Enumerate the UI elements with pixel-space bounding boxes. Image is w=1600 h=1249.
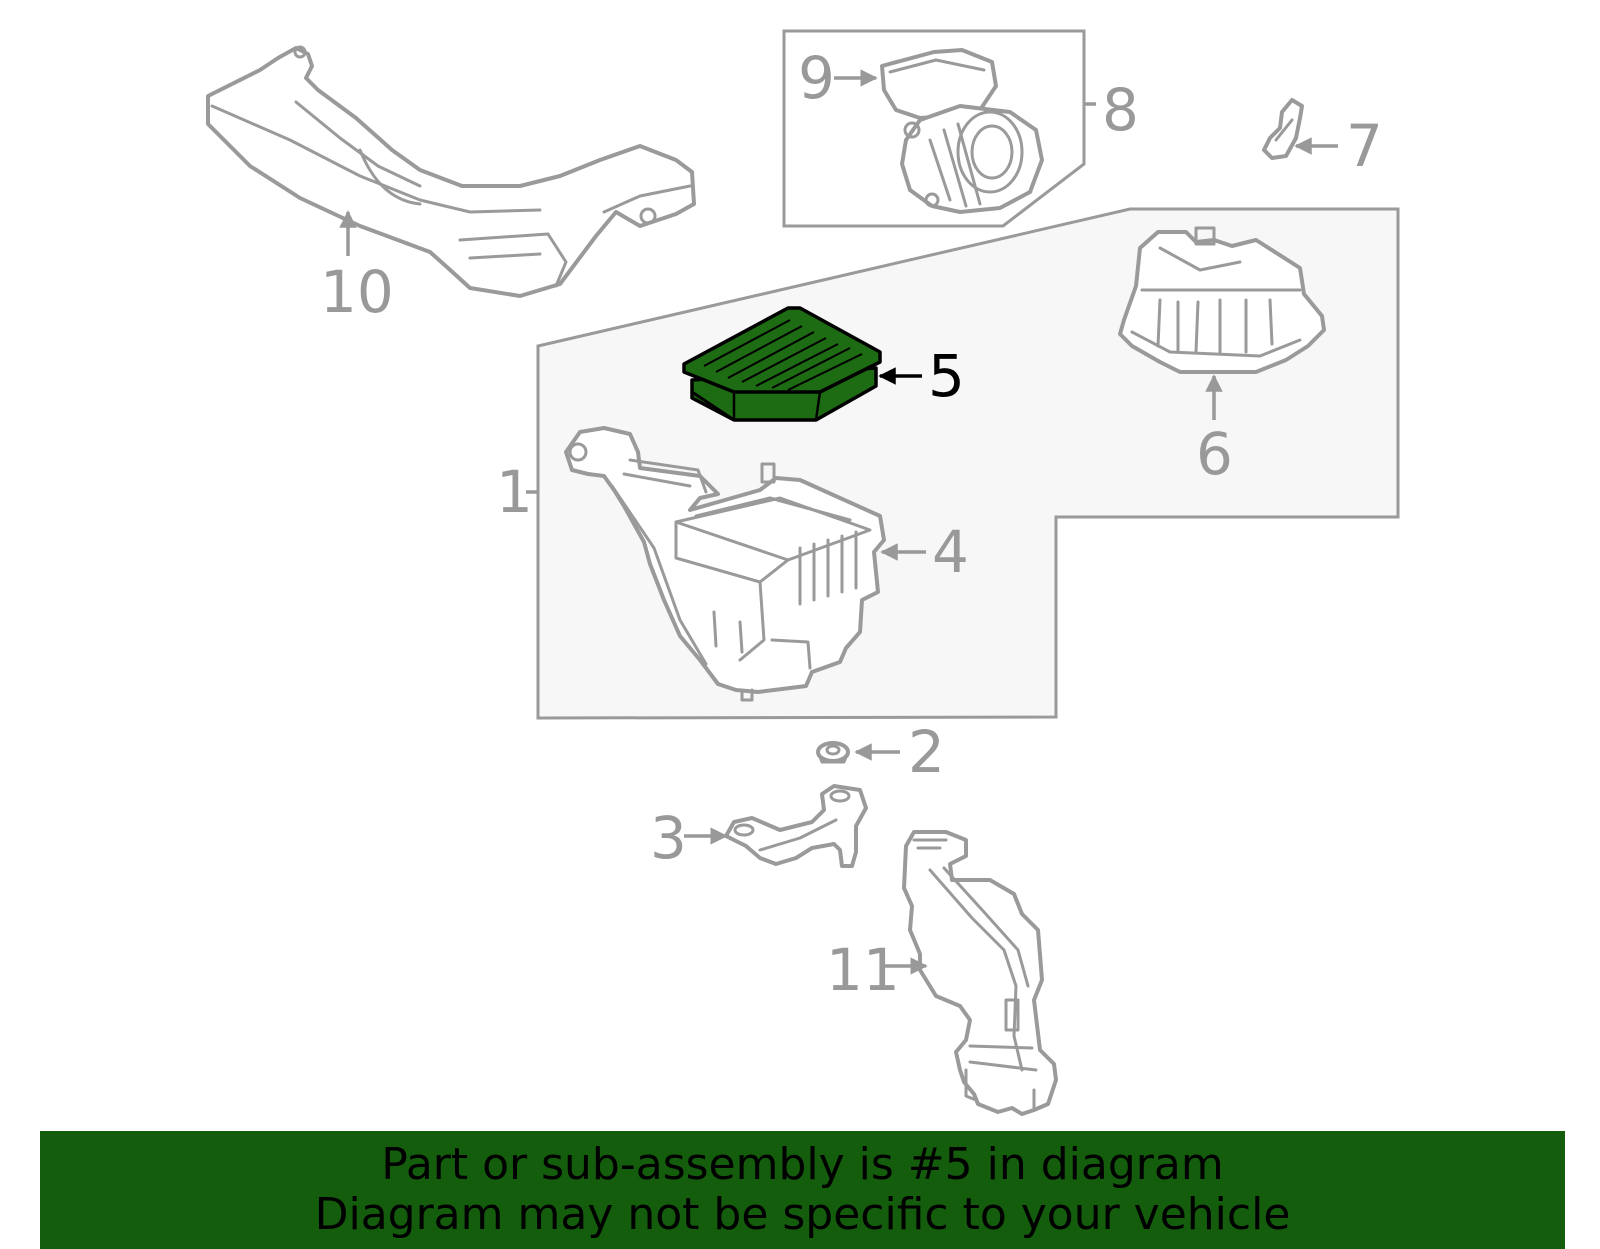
lower-duct-part-11 bbox=[902, 830, 1058, 1116]
callout-5: 5 bbox=[928, 342, 965, 410]
callout-6: 6 bbox=[1196, 420, 1233, 488]
callout-1: 1 bbox=[496, 458, 533, 526]
callout-8: 8 bbox=[1102, 76, 1139, 144]
callout-7: 7 bbox=[1346, 112, 1383, 180]
bracket-part-3 bbox=[724, 784, 868, 868]
intake-duct-part-10 bbox=[206, 45, 696, 298]
grommet-part-2 bbox=[816, 741, 850, 764]
air-filter-part-5 bbox=[682, 306, 882, 422]
air-cleaner-case-part-4 bbox=[564, 426, 886, 702]
callout-3: 3 bbox=[650, 804, 687, 872]
callout-9: 9 bbox=[798, 44, 835, 112]
sensor-part-7 bbox=[1262, 98, 1304, 160]
callout-2: 2 bbox=[908, 718, 945, 786]
air-cleaner-cover-part-6 bbox=[1118, 226, 1326, 374]
banner-line-disclaimer: Diagram may not be specific to your vehi… bbox=[314, 1189, 1291, 1240]
callout-11: 11 bbox=[826, 936, 900, 1004]
info-banner: Part or sub-assembly is #5 in diagram Di… bbox=[40, 1131, 1565, 1249]
callout-4: 4 bbox=[932, 518, 969, 586]
banner-line-part: Part or sub-assembly is #5 in diagram bbox=[381, 1139, 1224, 1190]
throttle-body-part-8 bbox=[880, 48, 1044, 214]
callout-10: 10 bbox=[320, 258, 394, 326]
